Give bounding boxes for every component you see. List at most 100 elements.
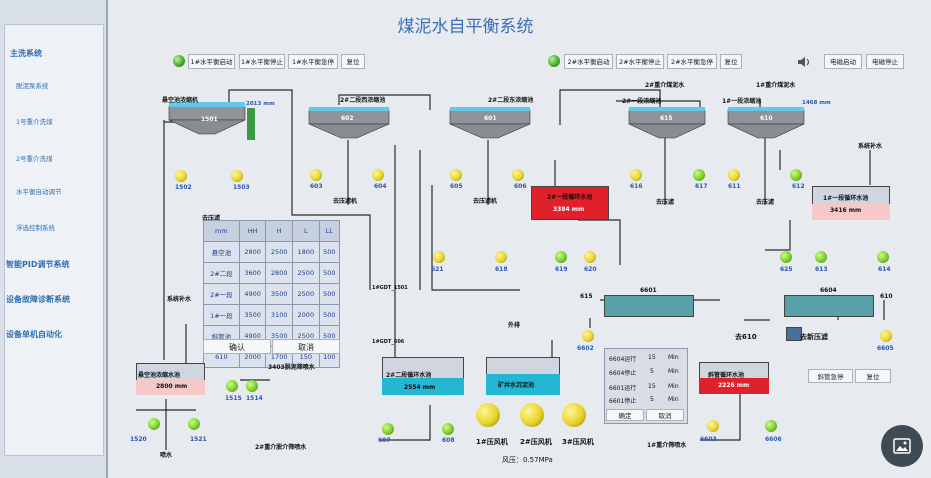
timer-confirm-button[interactable]: 确定 (606, 409, 644, 421)
blower-2-icon[interactable] (520, 403, 544, 427)
pump-1502[interactable] (175, 170, 187, 182)
pump-1514[interactable] (246, 380, 258, 392)
slant-tube-6601[interactable] (604, 295, 694, 317)
pump-6603[interactable] (707, 420, 719, 432)
status-indicator-1 (173, 55, 185, 67)
table-cell[interactable]: 500 (318, 241, 341, 263)
pump-613[interactable] (815, 251, 827, 263)
tank-1-first-label: 1#一段循环水池 (823, 195, 869, 202)
timer-row-value[interactable]: 5 (650, 368, 654, 375)
thickener-610-icon[interactable] (726, 106, 806, 144)
sidebar-item-desliming[interactable]: 脱泥泵系统 (16, 82, 49, 90)
sidebar-item-heavy-1[interactable]: 1号重介洗煤 (16, 118, 53, 126)
to-filter-label: 去压滤 (202, 215, 221, 222)
table-cell[interactable]: 2500 (265, 241, 293, 263)
pump-605[interactable] (450, 169, 462, 181)
pump-616[interactable] (630, 169, 642, 181)
pump-625[interactable] (780, 251, 792, 263)
table-cell[interactable]: 500 (318, 262, 341, 284)
timer-row-value[interactable]: 15 (648, 354, 656, 361)
pump-617[interactable] (693, 169, 705, 181)
water-balance-1-reset-button[interactable]: 复位 (341, 54, 365, 69)
thickener-601-icon[interactable] (446, 106, 534, 144)
pump-605-label: 605 (450, 183, 463, 190)
tank-2-first-circulation[interactable] (531, 186, 609, 220)
thickener-602-icon[interactable] (305, 106, 393, 144)
pump-612[interactable] (790, 169, 802, 181)
water-balance-2-reset-button[interactable]: 复位 (720, 54, 742, 69)
pump-607[interactable] (382, 423, 394, 435)
pump-603[interactable] (310, 169, 322, 181)
pump-1503-label: 1503 (233, 184, 250, 191)
blower-1-icon[interactable] (476, 403, 500, 427)
water-balance-1-stop-button[interactable]: 1#水平衡停止 (239, 54, 285, 69)
image-view-button[interactable] (881, 425, 923, 467)
table-cell[interactable]: 2500 (292, 283, 320, 305)
pump-1520[interactable] (148, 418, 160, 430)
tank-suspension-fill (136, 380, 205, 395)
pump-6602[interactable] (582, 330, 594, 342)
table-cell[interactable]: 2500 (292, 262, 320, 284)
pump-1503[interactable] (231, 170, 243, 182)
table-cell[interactable]: 2800 (238, 241, 267, 263)
water-balance-2-start-button[interactable]: 2#水平衡启动 (564, 54, 613, 69)
table-cell: 2#一段 (203, 283, 240, 305)
pump-620[interactable] (584, 251, 596, 263)
thickener-1501-icon[interactable] (167, 100, 260, 142)
sidebar-item-water-balance[interactable]: 水平衡自动调节 (16, 188, 62, 196)
slant-emergency-stop-button[interactable]: 斜管急停 (808, 369, 853, 383)
water-balance-2-stop-button[interactable]: 2#水平衡停止 (616, 54, 664, 69)
pump-604[interactable] (372, 169, 384, 181)
water-balance-1-start-button[interactable]: 1#水平衡启动 (188, 54, 235, 69)
timer-row-value[interactable]: 5 (650, 396, 654, 403)
table-cell[interactable]: 2000 (292, 304, 320, 326)
sidebar-item-diagnosis[interactable]: 设备故障诊断系统 (6, 295, 70, 304)
pump-608[interactable] (442, 423, 454, 435)
pump-606[interactable] (512, 169, 524, 181)
blower-3-icon[interactable] (562, 403, 586, 427)
to-filter-label-3: 去压滤 (756, 199, 775, 206)
pump-619[interactable] (555, 251, 567, 263)
table-cell[interactable]: 3600 (238, 262, 267, 284)
timer-row-value[interactable]: 15 (648, 383, 656, 390)
sidebar-item-automation[interactable]: 设备单机自动化 (6, 330, 62, 339)
table-cell[interactable]: 3500 (238, 304, 267, 326)
table-cell[interactable]: 4900 (238, 283, 267, 305)
speaker-icon[interactable] (797, 55, 811, 69)
table-cell[interactable]: 3500 (265, 283, 293, 305)
table-cancel-button[interactable]: 取消 (272, 339, 340, 354)
table-cell[interactable]: 500 (318, 283, 341, 305)
pump-1514-label: 1514 (246, 395, 263, 402)
electric-start-button[interactable]: 电磁启动 (824, 54, 862, 69)
pump-6606[interactable] (765, 420, 777, 432)
pump-604-label: 604 (374, 183, 387, 190)
water-balance-1-emergency-button[interactable]: 1#水平衡急停 (288, 54, 338, 69)
pump-621[interactable] (433, 251, 445, 263)
table-row: 1#一段 3500 3100 2000 500 (203, 304, 341, 326)
pump-611[interactable] (728, 169, 740, 181)
tank-slant-label: 斜管循环水池 (708, 372, 745, 379)
slant-tube-6604[interactable] (784, 295, 874, 317)
water-balance-2-emergency-button[interactable]: 2#水平衡急停 (667, 54, 717, 69)
timer-cancel-button[interactable]: 取消 (646, 409, 684, 421)
pump-618[interactable] (495, 251, 507, 263)
table-cell[interactable]: 500 (318, 304, 341, 326)
pump-1521[interactable] (188, 418, 200, 430)
pump-6605[interactable] (880, 330, 892, 342)
table-header: HH (238, 220, 267, 242)
pump-1515[interactable] (226, 380, 238, 392)
table-cell[interactable]: 1800 (292, 241, 320, 263)
table-cell[interactable]: 3100 (265, 304, 293, 326)
sidebar-item-heavy-2[interactable]: 2号重介洗煤 (16, 155, 53, 163)
sidebar-item-pid[interactable]: 智能PID调节系统 (6, 260, 70, 269)
thickener-602-id: 602 (341, 115, 354, 122)
electric-stop-button[interactable]: 电磁停止 (866, 54, 904, 69)
pump-614[interactable] (877, 251, 889, 263)
sidebar-item-flotation[interactable]: 浮选控制系统 (16, 224, 55, 232)
sidebar-item-main-wash[interactable]: 主洗系统 (10, 49, 42, 58)
thickener-615-icon[interactable] (627, 106, 707, 144)
valve-new-filter[interactable] (786, 327, 802, 341)
slant-reset-button[interactable]: 复位 (855, 369, 891, 383)
table-confirm-button[interactable]: 确认 (203, 339, 271, 354)
table-cell[interactable]: 2800 (265, 262, 293, 284)
